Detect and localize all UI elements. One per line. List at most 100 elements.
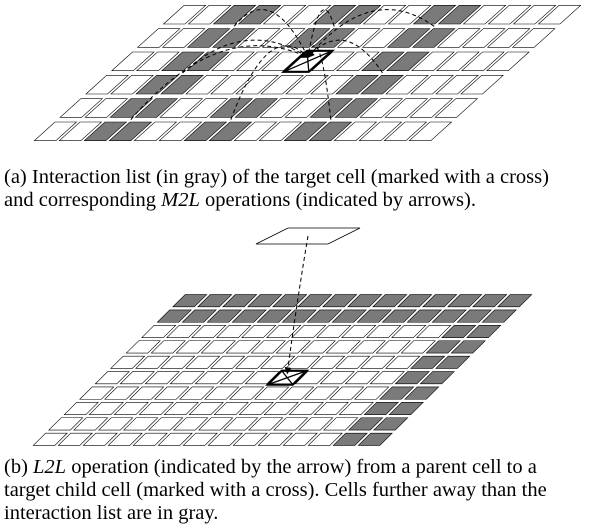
grid-cell	[338, 402, 374, 415]
grid-cell	[191, 325, 227, 338]
grid-cell	[94, 371, 130, 385]
grid-cell	[462, 5, 507, 25]
grid-cell	[129, 386, 165, 400]
gray-cell	[181, 309, 217, 323]
grid-cell	[366, 325, 402, 338]
caption-b-text-1-post: operation (indicated by the arrow) from …	[66, 456, 537, 478]
grid-cell	[285, 355, 321, 369]
grid-cell	[213, 402, 249, 415]
gray-cell	[412, 5, 457, 25]
gray-cell	[381, 309, 417, 323]
gray-cell	[456, 309, 492, 323]
gray-cell	[361, 51, 405, 71]
gray-cell	[281, 309, 317, 323]
gray-cell	[335, 75, 379, 95]
gray-cell	[197, 294, 233, 308]
grid-cell	[88, 402, 124, 415]
grid-cell	[163, 402, 199, 415]
grid-cell	[158, 121, 203, 141]
grid-cell	[358, 121, 403, 141]
gray-cell	[247, 294, 283, 308]
grid-cell	[257, 432, 293, 446]
gray-cell	[337, 5, 382, 25]
gray-cell	[83, 121, 128, 141]
grid-cell	[336, 28, 381, 48]
grid-cell	[211, 51, 255, 71]
gray-cell	[425, 340, 461, 354]
grid-cell	[198, 417, 234, 431]
grid-cell	[200, 340, 236, 354]
caption-b-line-1: (b) L2L operation (indicated by the arro…	[4, 456, 600, 479]
grid-cell	[207, 432, 243, 446]
grid-cell	[361, 28, 406, 48]
grid-cell	[84, 98, 129, 118]
grid-cell	[188, 402, 224, 415]
grid-cell	[511, 28, 556, 48]
grid-cell	[150, 340, 186, 354]
gray-cell	[311, 28, 356, 48]
grid-cell	[258, 121, 303, 141]
gray-cell	[497, 294, 533, 308]
caption-a-text-1: Interaction list (in gray) of the target…	[31, 166, 549, 188]
gray-cell	[388, 402, 424, 415]
grid-cell	[266, 325, 302, 338]
grid-cell	[166, 325, 202, 338]
grid-cell	[285, 75, 329, 95]
gray-cell	[379, 386, 415, 400]
gray-cell	[404, 386, 440, 400]
m2l-arrow	[182, 39, 309, 74]
gray-cell	[211, 28, 256, 48]
grid-cell	[259, 98, 304, 118]
grid-cell	[333, 121, 378, 141]
grid-cell	[136, 51, 180, 71]
grid-cell	[391, 325, 427, 338]
gray-cell	[466, 325, 502, 338]
grid-cell	[486, 51, 530, 71]
gray-cell	[334, 98, 379, 118]
caption-panel-a: (a) Interaction list (in gray) of the ta…	[4, 166, 600, 212]
grid-cell	[408, 121, 453, 141]
gray-cell	[419, 371, 455, 385]
gray-cell	[348, 417, 384, 431]
grid-cell	[132, 432, 168, 446]
grid-cell	[487, 5, 532, 25]
grid-cell	[375, 340, 411, 354]
grid-cell	[233, 121, 278, 141]
grid-cell	[104, 386, 140, 400]
caption-b-l2l: L2L	[33, 456, 67, 478]
grid-cell	[385, 355, 421, 369]
grid-cell	[486, 28, 531, 48]
gray-cell	[481, 309, 517, 323]
grid-panel-b	[32, 294, 533, 446]
grid-cell	[107, 432, 143, 446]
grid-cell	[154, 386, 190, 400]
gray-cell	[222, 294, 258, 308]
m2l-arrow	[307, 39, 383, 74]
grid-cell	[319, 371, 355, 385]
grid-cell	[235, 355, 271, 369]
grid-cell	[460, 75, 504, 95]
grid-cell	[282, 432, 318, 446]
grid-cell	[329, 386, 365, 400]
grid-cell	[135, 355, 171, 369]
gray-cell	[297, 294, 333, 308]
grid-cell	[111, 51, 155, 71]
grid-cell	[350, 340, 386, 354]
grid-cell	[385, 75, 429, 95]
gray-cell	[234, 98, 279, 118]
grid-cell	[110, 355, 146, 369]
grid-cell	[383, 121, 428, 141]
gray-cell	[134, 98, 179, 118]
l2l-arrow	[284, 235, 309, 375]
gray-cell	[308, 121, 353, 141]
grid-cell	[85, 75, 129, 95]
caption-b-text-3: interaction list are in gray.	[4, 502, 219, 524]
grid-cell	[298, 417, 334, 431]
gray-cell	[183, 121, 228, 141]
gray-cell	[272, 294, 308, 308]
grid-cell	[59, 98, 104, 118]
gray-cell	[208, 121, 253, 141]
grid-cell	[335, 355, 371, 369]
grid-cell	[279, 386, 315, 400]
grid-cell	[316, 325, 352, 338]
